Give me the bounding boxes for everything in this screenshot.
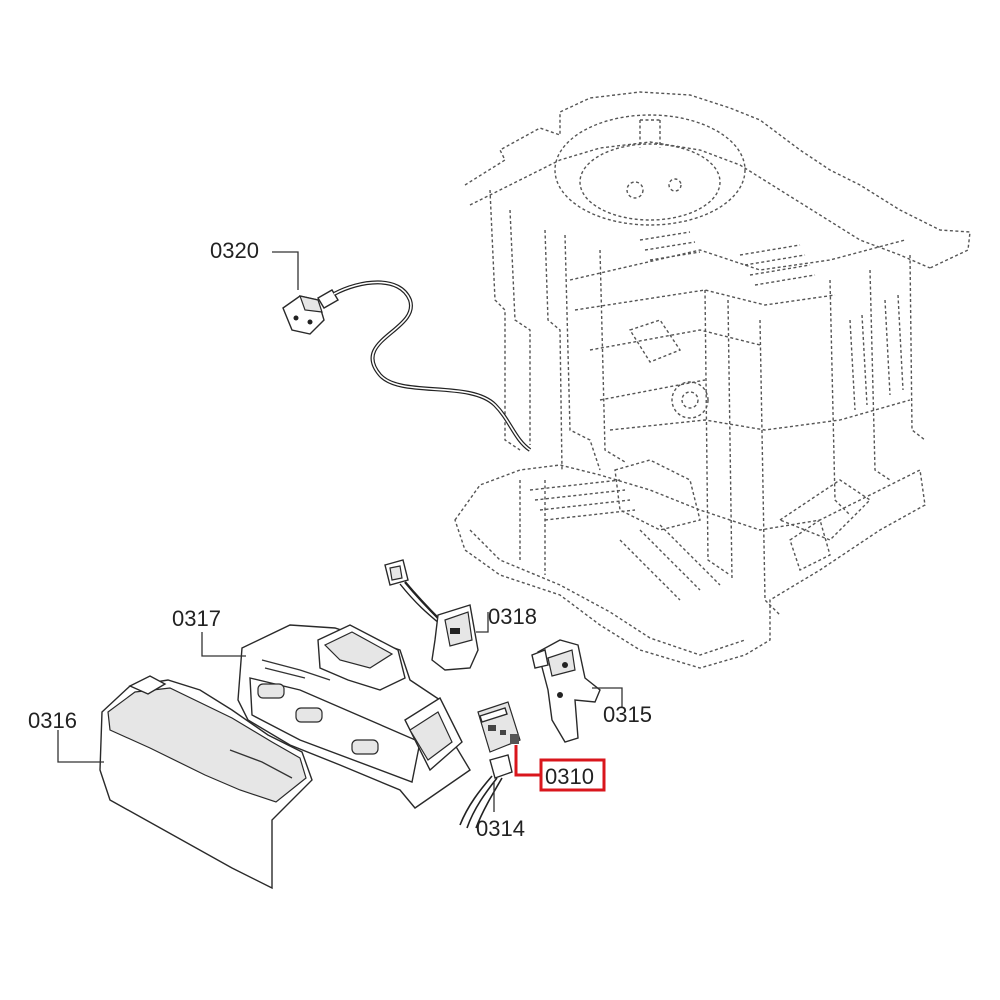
label-0316: 0316 [28,708,77,733]
part-0310-circuit-board [477,701,521,753]
part-0318-sensor-cable [384,559,479,671]
label-0315: 0315 [603,702,652,727]
label-0310-highlight-box [539,758,606,792]
part-0314-wire-harness [459,754,513,829]
part-0315-bracket [531,639,601,743]
label-0314: 0314 [476,816,525,841]
label-0317: 0317 [172,606,221,631]
leader-0318 [476,612,489,633]
leader-0315 [592,687,623,708]
leader-0316 [57,730,104,763]
leader-0317 [201,632,246,657]
machine-housing-frame [454,91,971,669]
label-0318: 0318 [488,604,537,629]
label-0320: 0320 [210,238,259,263]
part-0320-power-cord [282,280,532,452]
label-0310: 0310 [545,764,594,789]
leader-0310-highlight [514,745,540,777]
part-0316-front-cover [99,675,313,890]
part-0317-control-panel [237,624,471,809]
leader-0320 [272,251,299,290]
